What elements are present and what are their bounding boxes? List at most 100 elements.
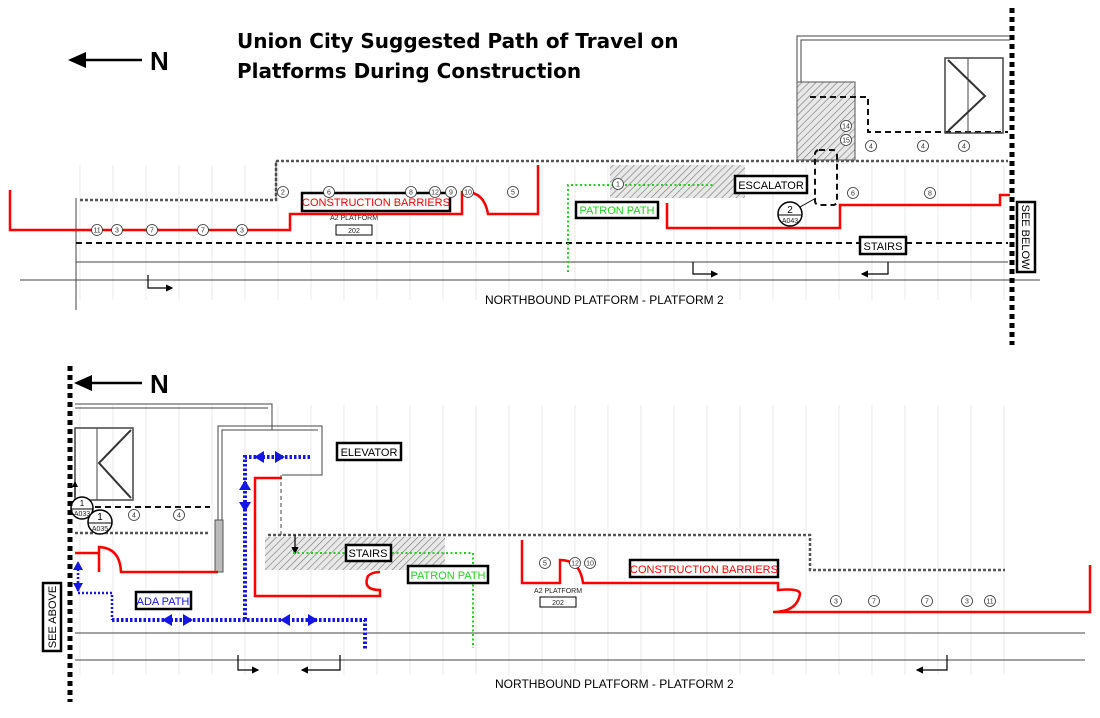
callout-marker: 5 [539,557,551,569]
platform-wall [80,159,1008,202]
platform-caption: NORTHBOUND PLATFORM - PLATFORM 2 [495,677,734,691]
svg-text:CONSTRUCTION BARRIERS: CONSTRUCTION BARRIERS [302,197,450,209]
escalator-area [610,165,745,198]
svg-text:11: 11 [986,599,993,606]
callout-marker: 3 [961,595,973,607]
svg-text:2: 2 [281,190,285,197]
callout-marker: 7 [146,224,158,236]
platform-caption: NORTHBOUND PLATFORM - PLATFORM 2 [485,293,724,307]
patron-path-label: PATRON PATH [406,564,490,585]
svg-text:3: 3 [240,228,244,235]
svg-text:4: 4 [132,513,136,520]
svg-text:6: 6 [327,190,331,197]
callout-marker: 6 [323,186,335,198]
see-above-label: SEE ABOVE [41,581,63,653]
ada-path-label: ADA PATH [134,590,193,611]
svg-text:7: 7 [925,599,929,606]
elevator-label: ELEVATOR [335,441,403,462]
svg-text:3: 3 [834,599,838,606]
construction-barrier-line [75,545,218,574]
callout-marker: 3 [236,224,248,236]
callout-marker: 11 [91,224,103,236]
patron-path-line [567,184,715,272]
construction-barrier-line [8,165,540,232]
svg-text:A043: A043 [782,218,798,225]
svg-text:11: 11 [93,228,100,235]
title-line-1: Union City Suggested Path of Travel on [237,29,679,53]
svg-text:3: 3 [965,599,969,606]
callout-marker: 1 [612,178,624,190]
svg-text:A2 PLATFORM: A2 PLATFORM [330,215,378,222]
platform-wall [268,533,1005,572]
svg-text:5: 5 [543,561,547,568]
svg-text:4: 4 [869,144,873,151]
patron-path-label: PATRON PATH [574,200,660,220]
svg-text:8: 8 [409,190,413,197]
callout-marker: 9 [445,186,457,198]
north-label: N [150,369,169,399]
platform-tag: A2 PLATFORM 202 [330,215,378,236]
svg-text:STAIRS: STAIRS [349,548,388,560]
callout-marker: 14 [840,120,852,132]
callout-marker: 8 [405,186,417,198]
callout-marker: 3 [830,595,842,607]
callout-marker: 6 [847,187,859,199]
stairs-label: STAIRS [344,543,393,563]
svg-text:4: 4 [177,513,181,520]
callout-marker: 3 [111,224,123,236]
callout-marker: 7 [868,595,880,607]
stairs-label: STAIRS [858,235,908,256]
callout-marker: 5 [507,186,519,198]
svg-text:9: 9 [449,190,453,197]
canopy-structure [944,57,1004,134]
callout-marker: 12 [429,186,441,198]
svg-text:12: 12 [571,561,579,568]
callout-marker: 12 [569,557,581,569]
svg-text:1: 1 [616,182,620,189]
svg-text:1: 1 [80,499,85,508]
svg-text:5: 5 [511,190,515,197]
svg-text:3: 3 [115,228,119,235]
svg-text:1: 1 [97,512,103,523]
svg-text:4: 4 [962,144,966,151]
svg-text:ADA PATH: ADA PATH [137,596,190,608]
construction-barrier-line [253,476,382,598]
callout-marker: 4 [128,509,140,521]
svg-text:PATRON PATH: PATRON PATH [580,205,655,217]
ada-path-arrows [73,451,318,626]
svg-text:A2 PLATFORM: A2 PLATFORM [534,588,582,595]
callout-marker: 4 [865,140,877,152]
svg-text:7: 7 [150,228,154,235]
callout-marker: 8 [924,187,936,199]
svg-text:15: 15 [842,138,850,145]
svg-text:ESCALATOR: ESCALATOR [738,180,804,192]
escalator-label: ESCALATOR [733,174,809,195]
detail-reference-a035: 1 A035 [87,509,113,535]
svg-text:7: 7 [872,599,876,606]
svg-text:14: 14 [842,124,850,131]
roof-dashline [810,96,1008,133]
svg-text:202: 202 [552,600,564,607]
svg-text:2: 2 [787,205,793,216]
ada-path-line [76,565,114,620]
platform-outline [75,161,277,310]
callout-marker: 10 [584,557,596,569]
svg-text:PATRON PATH: PATRON PATH [411,570,486,582]
north-arrow-bottom: N [74,369,169,399]
svg-text:10: 10 [586,561,594,568]
svg-text:CONSTRUCTION BARRIERS: CONSTRUCTION BARRIERS [630,564,778,576]
callout-marker: 4 [917,140,929,152]
svg-text:A033: A033 [74,511,90,518]
construction-barriers-label: CONSTRUCTION BARRIERS [300,191,452,213]
svg-text:10: 10 [464,190,472,197]
bottom-plan: N [41,366,1092,702]
svg-text:A035: A035 [92,526,108,533]
callout-marker: 7 [197,224,209,236]
callout-markers: 11 3 7 7 3 2 6 8 12 9 10 5 1 14 15 4 4 4 6 8 [91,120,970,236]
svg-text:ELEVATOR: ELEVATOR [341,447,398,459]
callout-marker: 2 [277,186,289,198]
svg-text:12: 12 [431,190,439,197]
top-plan: N CONSTRUCTION BARRIERS [8,8,1040,345]
canopy-structure [74,427,134,501]
